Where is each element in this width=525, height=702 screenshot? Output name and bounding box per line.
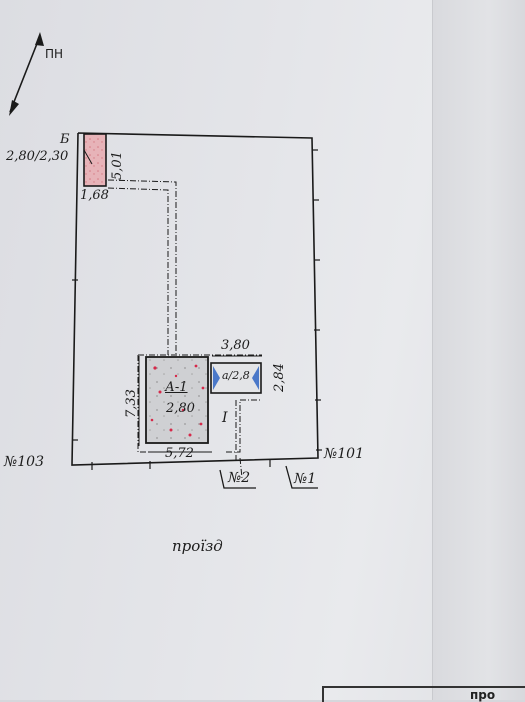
dimension-annex-width: 3,80	[221, 338, 250, 353]
dimension-a-height: 7,33	[124, 389, 139, 418]
dimension-b-long: 5,01	[110, 151, 125, 180]
annex-label: а/2,8	[222, 369, 250, 382]
neighbor-left: №103	[4, 454, 44, 470]
building-a-value: 2,80	[166, 401, 195, 416]
stamp-text: про	[470, 688, 496, 702]
dimension-annex-height: 2,84	[272, 363, 287, 392]
yard-label: І	[222, 410, 228, 426]
street-label: проїзд	[172, 537, 223, 555]
gate-label-1: №1	[294, 471, 317, 487]
annex-a	[210, 362, 262, 394]
north-label: ПН	[45, 47, 64, 61]
building-a	[145, 356, 209, 444]
gate-label-2: №2	[228, 470, 251, 486]
building-b-ratio: 2,80/2,30	[6, 149, 69, 164]
gate-marker-1	[285, 465, 318, 489]
dimension-a-width: 5,72	[165, 446, 194, 461]
paper-edge-fold	[432, 0, 525, 700]
building-a-name: А-1	[165, 380, 188, 395]
building-b	[83, 133, 107, 187]
building-b-name: Б	[60, 132, 70, 147]
parcel-boundary	[71, 132, 319, 466]
gate-marker-2	[219, 469, 256, 489]
north-arrow-icon	[9, 32, 44, 116]
dimension-lines	[138, 355, 262, 453]
neighbor-right: №101	[324, 446, 364, 462]
stamp-frame	[322, 686, 525, 702]
boundary-ticks	[72, 149, 322, 470]
dimension-b-short: 1,68	[80, 188, 109, 203]
